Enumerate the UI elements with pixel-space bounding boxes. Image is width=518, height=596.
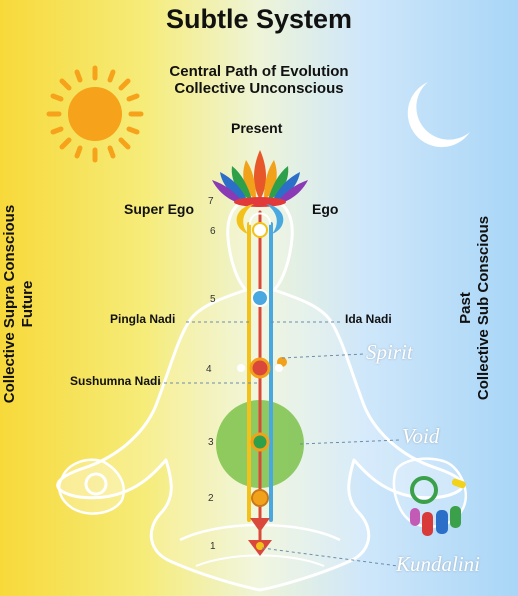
right-vertical-label: Past Collective Sub Conscious bbox=[457, 193, 493, 423]
kundalini-label: Kundalini bbox=[396, 552, 481, 576]
chakra-number-4: 4 bbox=[206, 364, 212, 375]
subtitle-collective-unconscious: Collective Unconscious bbox=[174, 80, 344, 97]
left-vertical-label: Collective Supra Conscious Future bbox=[1, 189, 37, 419]
ida-nadi-label: Ida Nadi bbox=[345, 312, 392, 326]
pingla-nadi-label: Pingla Nadi bbox=[110, 312, 176, 326]
page-title: Subtle System bbox=[165, 4, 353, 34]
chakra-number-1: 1 bbox=[210, 541, 216, 552]
sushumna-nadi-label: Sushumna Nadi bbox=[70, 374, 161, 388]
chakra-number-7: 7 bbox=[208, 196, 214, 207]
super-ego-label: Super Ego bbox=[124, 201, 195, 217]
chakra-number-3: 3 bbox=[208, 437, 214, 448]
chakra-number-2: 2 bbox=[208, 493, 214, 504]
chakra-number-6: 6 bbox=[210, 226, 216, 237]
spirit-label: Spirit bbox=[366, 340, 413, 364]
right-hand bbox=[392, 457, 467, 536]
sahasrara-lotus-icon bbox=[212, 150, 308, 207]
present-label: Present bbox=[231, 120, 283, 136]
void-label: Void bbox=[402, 424, 440, 448]
ego-label: Ego bbox=[312, 201, 339, 217]
sun-icon bbox=[46, 65, 144, 163]
past-label: Past bbox=[457, 292, 474, 324]
moon-icon bbox=[407, 82, 470, 148]
collective-sub-conscious-label: Collective Sub Conscious bbox=[475, 215, 492, 401]
left-hand bbox=[58, 458, 125, 515]
chakra-number-5: 5 bbox=[210, 294, 216, 305]
collective-supra-conscious-label: Collective Supra Conscious bbox=[1, 204, 18, 404]
subtitle-central-path: Central Path of Evolution bbox=[169, 63, 349, 80]
future-label: Future bbox=[19, 280, 36, 328]
